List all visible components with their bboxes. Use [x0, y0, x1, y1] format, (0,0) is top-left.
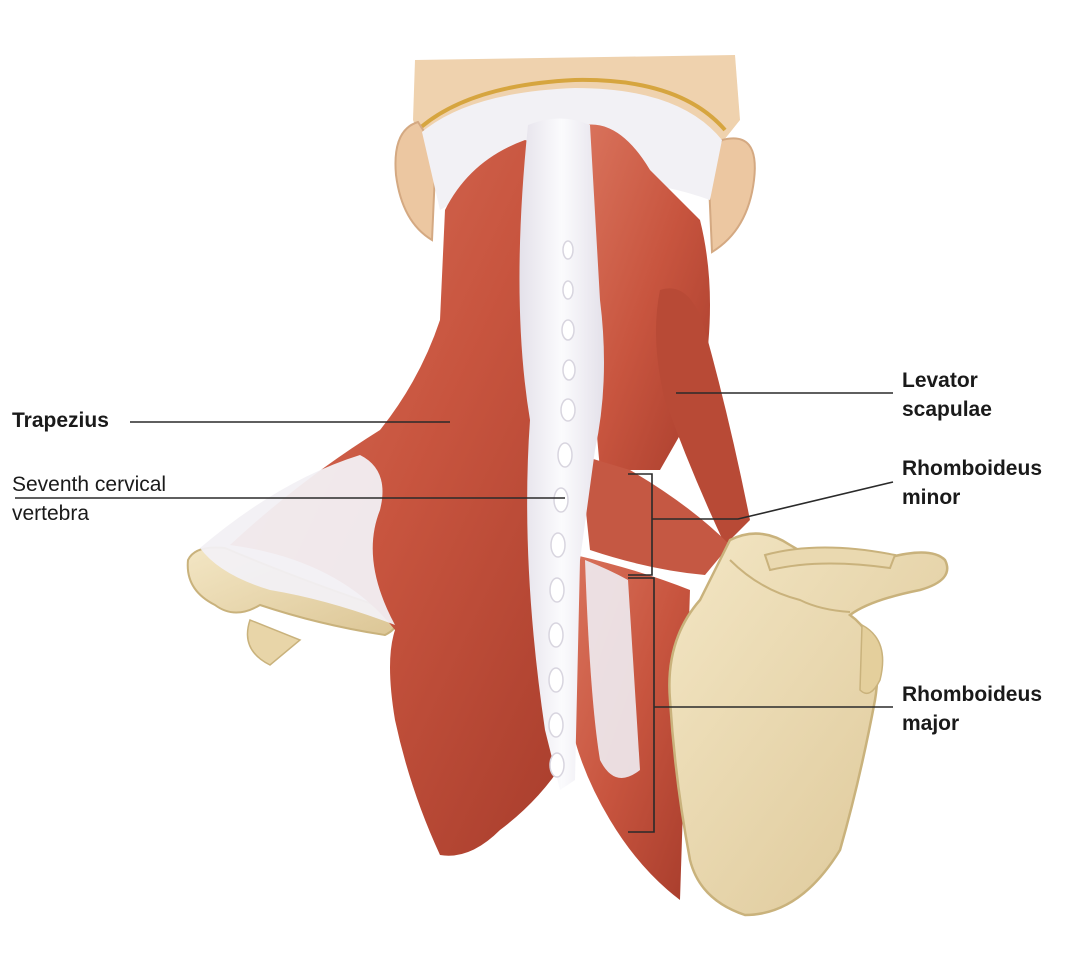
- right-clavicle: [763, 546, 897, 572]
- left-ear: [394, 120, 438, 242]
- right-humeral-head: [859, 623, 884, 695]
- rhomboid-minor-bracket: [628, 473, 653, 576]
- label-rhomboideus-minor: Rhomboideus minor: [902, 454, 1042, 512]
- scalp-fat-line: [418, 77, 727, 132]
- rhomboid-tendon-strip: [585, 560, 640, 778]
- label-c7-line2: vertebra: [12, 502, 90, 525]
- scapular-spine: [729, 559, 851, 613]
- rhomboid-minor-muscle: [580, 455, 730, 575]
- label-levator-line1: Levator: [902, 369, 978, 392]
- levator-scapulae-muscle: [656, 288, 750, 545]
- label-levator-scapulae: Levator scapulae: [902, 366, 992, 424]
- label-seventh-cervical-vertebra: Seventh cervical vertebra: [12, 470, 166, 528]
- label-rhomboid-major-line2: major: [902, 712, 960, 735]
- label-rhomboid-minor-line2: minor: [902, 486, 961, 509]
- spinous-processes: [548, 240, 576, 778]
- label-rhomboid-minor-line1: Rhomboideus: [902, 457, 1042, 480]
- label-rhomboid-major-line1: Rhomboideus: [902, 683, 1042, 706]
- leader-lines: [15, 392, 894, 833]
- right-ear: [706, 137, 756, 254]
- label-rhomboideus-major: Rhomboideus major: [902, 680, 1042, 738]
- rhomboid-minor-leader: [652, 481, 894, 520]
- label-c7-line1: Seventh cervical: [12, 473, 167, 496]
- left-humeral-head: [246, 619, 302, 666]
- label-trapezius-line1: Trapezius: [12, 409, 109, 432]
- rhomboid-major-bracket: [628, 577, 655, 833]
- label-levator-line2: scapulae: [902, 398, 992, 421]
- label-trapezius: Trapezius: [12, 406, 109, 435]
